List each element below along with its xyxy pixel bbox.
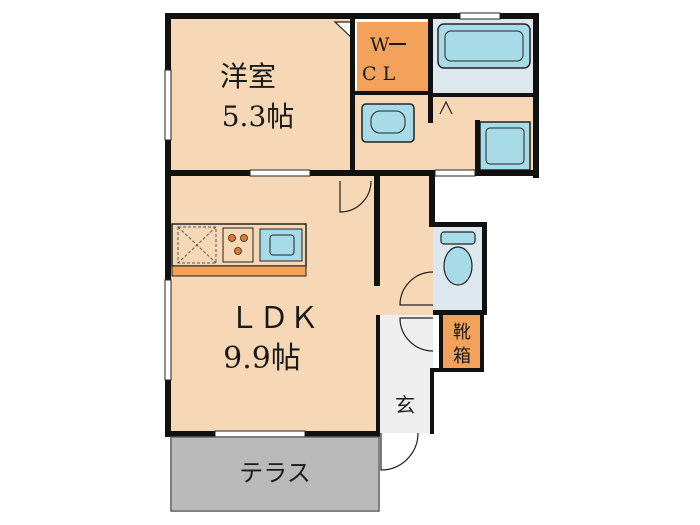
entrance-label: 玄 bbox=[395, 393, 415, 417]
fixtures bbox=[171, 23, 531, 286]
terrace-outline bbox=[170, 436, 380, 512]
wall-hall-inner bbox=[475, 120, 480, 175]
windows bbox=[164, 12, 501, 438]
wall-entrance-right bbox=[430, 368, 434, 434]
wall-shoebox-left bbox=[439, 312, 443, 372]
bathtub-inner bbox=[444, 30, 524, 62]
western-room-size: 5.3帖 bbox=[222, 100, 295, 133]
wall-wcl-right bbox=[428, 13, 433, 123]
burner-2 bbox=[240, 234, 248, 242]
refrigerator-space-icon bbox=[177, 226, 217, 264]
toilet-door-swing bbox=[399, 271, 434, 306]
wall-corridor-right bbox=[429, 176, 435, 226]
ldk-name: ＬＤＫ bbox=[229, 301, 319, 336]
shoe-box-label-line2: 箱 bbox=[453, 346, 471, 367]
window-bath-top bbox=[459, 12, 501, 20]
corridor-floor bbox=[379, 175, 433, 315]
wall-toilet-bottom bbox=[433, 310, 487, 315]
shoe-box-label-line1: 靴 bbox=[453, 322, 471, 343]
shower-icon bbox=[439, 100, 453, 115]
western-room-floor bbox=[170, 18, 354, 170]
toilet-tank bbox=[440, 231, 476, 245]
ldk-floor bbox=[170, 175, 379, 435]
wall-ldk-right bbox=[374, 176, 380, 286]
wall-left bbox=[165, 13, 171, 436]
refrigerator-x2 bbox=[177, 226, 217, 264]
ldk-door-swing bbox=[339, 180, 372, 213]
entrance-inner-door-swing bbox=[399, 317, 434, 352]
window-hall-bottom bbox=[434, 169, 476, 177]
wall-toilet-top bbox=[429, 222, 487, 227]
washbasin-bowl bbox=[370, 110, 406, 134]
stove-icon bbox=[222, 227, 254, 263]
wall-shoebox-bottom bbox=[433, 368, 484, 372]
shoe-box-floor bbox=[443, 315, 481, 370]
burner-3 bbox=[234, 247, 242, 255]
sink-bowl bbox=[269, 234, 295, 256]
window-ldk-bottom bbox=[214, 430, 306, 438]
washing-machine-inner bbox=[485, 127, 525, 165]
wall-toilet-right bbox=[482, 222, 487, 315]
toilet-icon bbox=[443, 246, 473, 286]
terrace-floor bbox=[172, 438, 378, 510]
western-room-name: 洋室 bbox=[220, 60, 276, 93]
wall-shoebox-right bbox=[480, 312, 484, 372]
wall-wcl-bottom bbox=[350, 91, 433, 95]
burner-1 bbox=[228, 234, 236, 242]
front-door-swing bbox=[380, 432, 419, 471]
window-western-left bbox=[164, 69, 172, 141]
wcl-label-line1: W bbox=[370, 34, 390, 56]
wall-entrance-left bbox=[376, 315, 380, 436]
wall-mid-horizontal bbox=[165, 170, 539, 176]
entrance-floor bbox=[379, 315, 433, 433]
terrace-label: テラス bbox=[239, 459, 311, 487]
ldk-size: 9.9帖 bbox=[223, 341, 301, 376]
wcl-label-line2: C L bbox=[362, 63, 396, 85]
window-western-bottom bbox=[249, 169, 311, 177]
wcl-floor bbox=[357, 22, 428, 91]
kitchen-counter-base bbox=[171, 265, 307, 277]
wall-bath-bottom bbox=[428, 93, 538, 97]
window-ldk-left bbox=[164, 279, 172, 381]
